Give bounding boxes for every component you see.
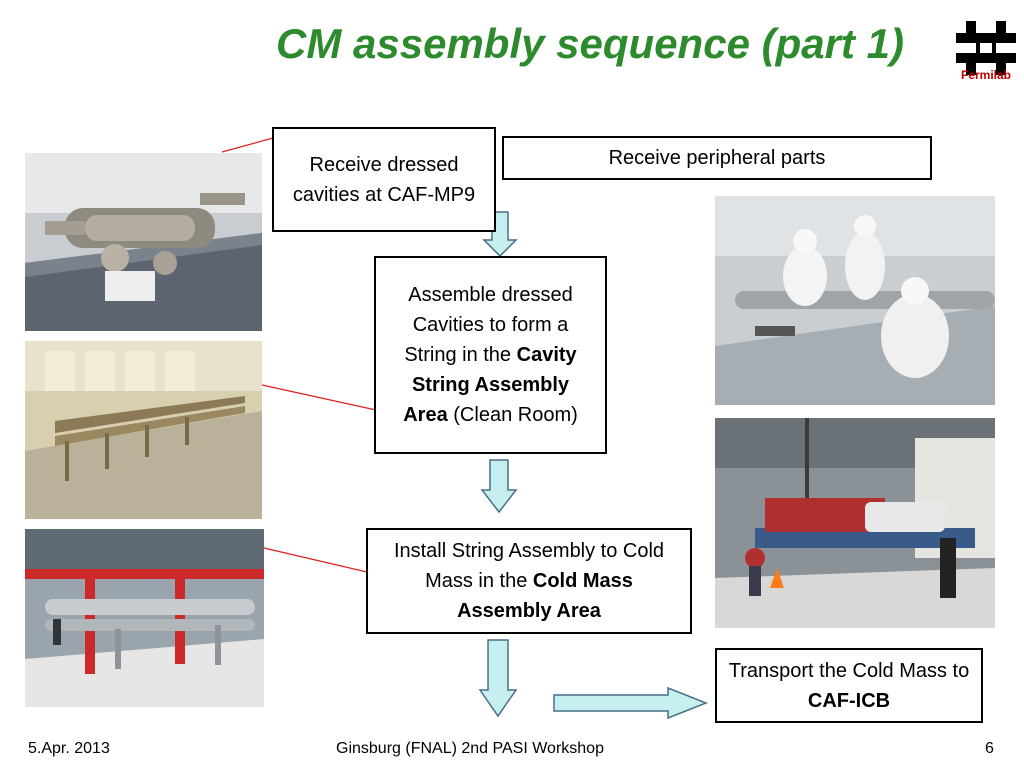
footer-date: 5.Apr. 2013 [28,740,110,757]
step-assemble-string-text: Assemble dressed Cavities to form a Stri… [388,280,593,430]
assemble-pre: Assemble dressed Cavities to form a Stri… [404,284,573,366]
connector-line-string [261,384,377,411]
down-arrow-3 [478,639,518,718]
install-pre: Install String Assembly to Cold Mass in … [393,540,665,592]
down-arrow-2 [480,459,518,514]
step-receive-cavities-text: Receive dressed cavities at CAF-MP9 [292,153,476,206]
install-bold: Cold Mass Assembly Area [457,570,633,622]
footer-page-number: 6 [985,740,994,757]
photo-cavity-string [25,341,262,519]
connector-line-coldmass [263,547,368,573]
step-receive-peripheral: Receive peripheral parts [502,136,932,180]
photo-clean-room-workers [715,196,995,405]
right-arrow [553,686,709,720]
connector-line-cavities [221,137,274,153]
step-receive-cavities: Receive dressed cavities at CAF-MP9 [272,127,496,232]
footer-center: Ginsburg (FNAL) 2nd PASI Workshop [336,740,604,757]
fermilab-logo-icon [956,21,1016,75]
slide-title: CM assembly sequence (part 1) [276,20,904,67]
logo-text: Fermilab [960,68,1011,82]
photo-dressed-cavity [25,153,262,331]
step-assemble-string: Assemble dressed Cavities to form a Stri… [374,256,607,454]
step-install-string: Install String Assembly to Cold Mass in … [366,528,692,634]
assemble-post: (Clean Room) [447,404,578,426]
step-transport: Transport the Cold Mass to CAF-ICB [715,648,983,723]
transport-pre: Transport the Cold Mass to [728,659,970,682]
photo-cold-mass-assembly [25,529,264,707]
transport-bold: CAF-ICB [807,689,891,712]
step-receive-peripheral-text: Receive peripheral parts [608,147,826,169]
step-transport-text: Transport the Cold Mass to CAF-ICB [727,656,971,716]
assemble-bold: Cavity String Assembly Area [403,344,577,426]
step-install-string-text: Install String Assembly to Cold Mass in … [380,536,678,626]
photo-transport [715,418,995,628]
